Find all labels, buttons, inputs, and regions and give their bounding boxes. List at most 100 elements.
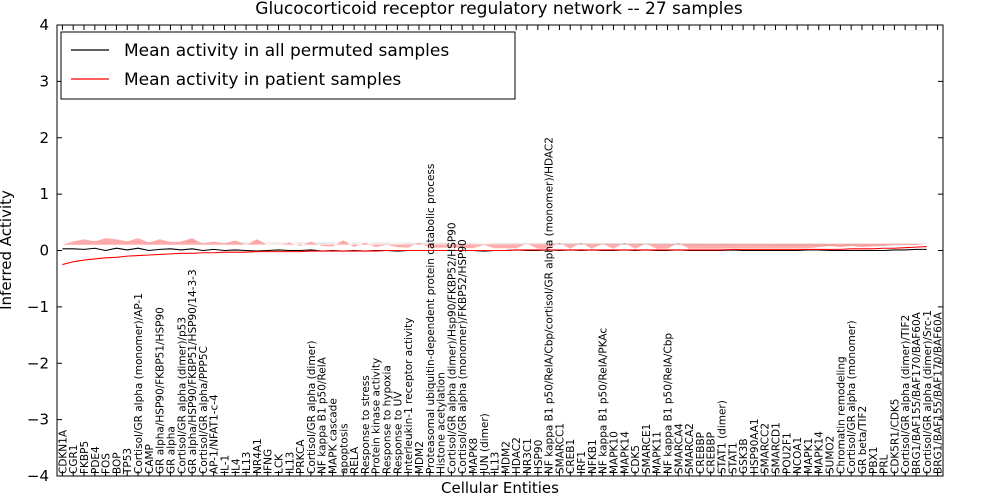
xtick-label: NF kappa B1 p50/RelA (317, 356, 329, 474)
xtick-label: POU2F1 (781, 432, 793, 474)
xtick-label: MAPK8 (468, 438, 480, 474)
xtick-label: MAPK11 (652, 431, 664, 474)
ytick-label: −4 (27, 467, 49, 485)
xtick-label: TP53 (122, 448, 134, 475)
xtick-label: NCOA1 (792, 437, 804, 474)
xtick-label: FOS (101, 453, 113, 474)
xtick-label: IL13 (284, 452, 296, 474)
xtick-label: BRG1/BAF155/BAF170/BAF60A (911, 311, 923, 474)
y-axis-label: Inferred Activity (0, 190, 15, 310)
xtick-label: HDAC2 (511, 437, 523, 474)
xtick-label: MDM2 (500, 441, 512, 474)
xtick-label: LCK (274, 453, 286, 474)
legend-label-permuted: Mean activity in all permuted samples (124, 41, 449, 61)
xtick-label: PDE4 (90, 446, 102, 474)
xtick-label: CREB1 (565, 439, 577, 474)
xtick-label: BOP (111, 452, 123, 474)
x-axis: CDKN1ACGR1FKBP5PDE4FOSBOPTP53Cortisol/GR… (57, 25, 945, 476)
xtick-label: CREBBP (706, 432, 718, 474)
xtick-label: Protein kinase activity (371, 358, 383, 474)
band-patient (62, 238, 927, 249)
xtick-label: GR alpha/HSP90/FKBP51/HSP90 (155, 307, 167, 474)
xtick-label: Cortisol/GR alpha (monomer)/FKBP52/HSP90 (457, 239, 469, 474)
xtick-label: JUN (dimer) (479, 413, 491, 475)
xtick-label: NF kappa B1 p50/RelA/Cbp/cortisol/GR alp… (544, 137, 556, 474)
ytick-label: −1 (27, 298, 49, 316)
xtick-label: SMARCE1 (641, 424, 653, 474)
ytick-label: 1 (39, 185, 49, 203)
confidence-bands (62, 238, 927, 249)
ytick-label: 2 (39, 129, 49, 147)
xtick-label: CREBBP (695, 432, 707, 474)
xtick-label: IRF1 (576, 451, 588, 474)
xtick-label: PRKCA (295, 439, 307, 474)
xtick-label: Cortisol/GR alpha/PPP5C (198, 346, 210, 474)
xtick-label: SMARCA4 (673, 423, 685, 474)
xtick-label: Cortisol/GR alpha (dimer)/TIF2 (900, 315, 912, 474)
line-patient (62, 246, 927, 266)
xtick-label: apoptosis (338, 423, 350, 474)
xtick-label: CDK5 (630, 445, 642, 474)
xtick-label: IL4 (230, 458, 242, 474)
legend: Mean activity in all permuted samples Me… (60, 31, 516, 100)
xtick-label: SMARCC2 (760, 423, 772, 474)
xtick-label: NF kappa B1 p50/RelA/Cbp (662, 333, 674, 474)
xtick-label: IL-1 (219, 455, 231, 474)
series-lines (62, 246, 927, 266)
ytick-label: −3 (27, 411, 49, 429)
xtick-label: Response to hypoxia (382, 365, 394, 474)
xtick-label: Cortisol/GR alpha (monomer)/AP-1 (133, 293, 145, 474)
xtick-label: GR alpha (165, 426, 177, 474)
xtick-label: GSK3B (738, 438, 750, 474)
xtick-label: HSP90AA1 (749, 418, 761, 474)
xtick-label: CGR1 (68, 445, 80, 474)
xtick-label: AP-1/NFAT1-c-4 (209, 394, 221, 474)
xtick-label: CAMP (144, 444, 156, 474)
xtick-label: SMARCA2 (684, 423, 696, 474)
xtick-label: SUMO2 (825, 436, 837, 474)
xtick-label: SMARCC1 (554, 423, 566, 474)
ytick-label: 4 (39, 16, 49, 34)
chart-title: Glucocorticoid receptor regulatory netwo… (255, 0, 743, 19)
xtick-label: IL13 (241, 452, 253, 474)
xtick-label: Response to UV (392, 391, 404, 474)
xtick-label: NR3C1 (522, 438, 534, 474)
xtick-label: MAPK14 (619, 431, 631, 474)
legend-box (60, 31, 516, 100)
ytick-label: 0 (39, 242, 49, 260)
xtick-label: PRL (879, 454, 891, 474)
x-axis-label: Cellular Entities (441, 479, 559, 497)
ytick-label: 3 (39, 72, 49, 90)
xtick-label: CDKN1A (57, 429, 69, 474)
xtick-label: HSP90 (533, 440, 545, 474)
xtick-label: Cortisol/GR alpha (dimer) (306, 341, 318, 474)
xtick-label: MAPK10 (608, 431, 620, 474)
xtick-label: Cortisol/GR alpha (dimer)/Src-1 (922, 310, 934, 474)
legend-label-patient: Mean activity in patient samples (124, 70, 401, 90)
xtick-label: IFNG (263, 449, 275, 474)
xtick-label: STAT1 (dimer) (717, 400, 729, 474)
xtick-label: PBX1 (868, 447, 880, 474)
xtick-label: MDM2 (414, 441, 426, 474)
xtick-label: Cortisol/GR alpha (dimer)/Hsp90/FKBP52/H… (446, 222, 458, 474)
xtick-label: NR4A1 (252, 438, 264, 474)
xtick-label: MAPK14 (814, 431, 826, 474)
xtick-label: FKBP5 (79, 441, 91, 474)
xtick-label: Interleukin-1 receptor activity (403, 318, 415, 474)
xtick-label: IL13 (490, 452, 502, 474)
xtick-label: MAPK1 (803, 438, 815, 474)
xtick-label: NFKB1 (587, 439, 599, 474)
ytick-label: −2 (27, 354, 49, 372)
xtick-label: SMARCD1 (771, 422, 783, 474)
xtick-label: NF kappa B1 p50/RelA/PKAc (598, 328, 610, 474)
y-axis: −4 −3 −2 −1 0 1 2 3 4 (27, 16, 943, 485)
xtick-label: GR alpha/HSP90/FKBP51/HSP90/14-3-3 (187, 269, 199, 474)
xtick-label: Cortisol/GR alpha (monomer) (846, 320, 858, 474)
xtick-label: Proteasomal ubiquitin-dependent protein … (425, 164, 437, 474)
xtick-label: CDK5R1/CDK5 (889, 399, 901, 474)
xtick-label: Histone acetylation (436, 372, 448, 474)
xtick-label: MAPK cascade (328, 398, 340, 474)
xtick-label: RELA (349, 446, 361, 474)
xtick-label: Chromatin remodeling (835, 356, 847, 474)
